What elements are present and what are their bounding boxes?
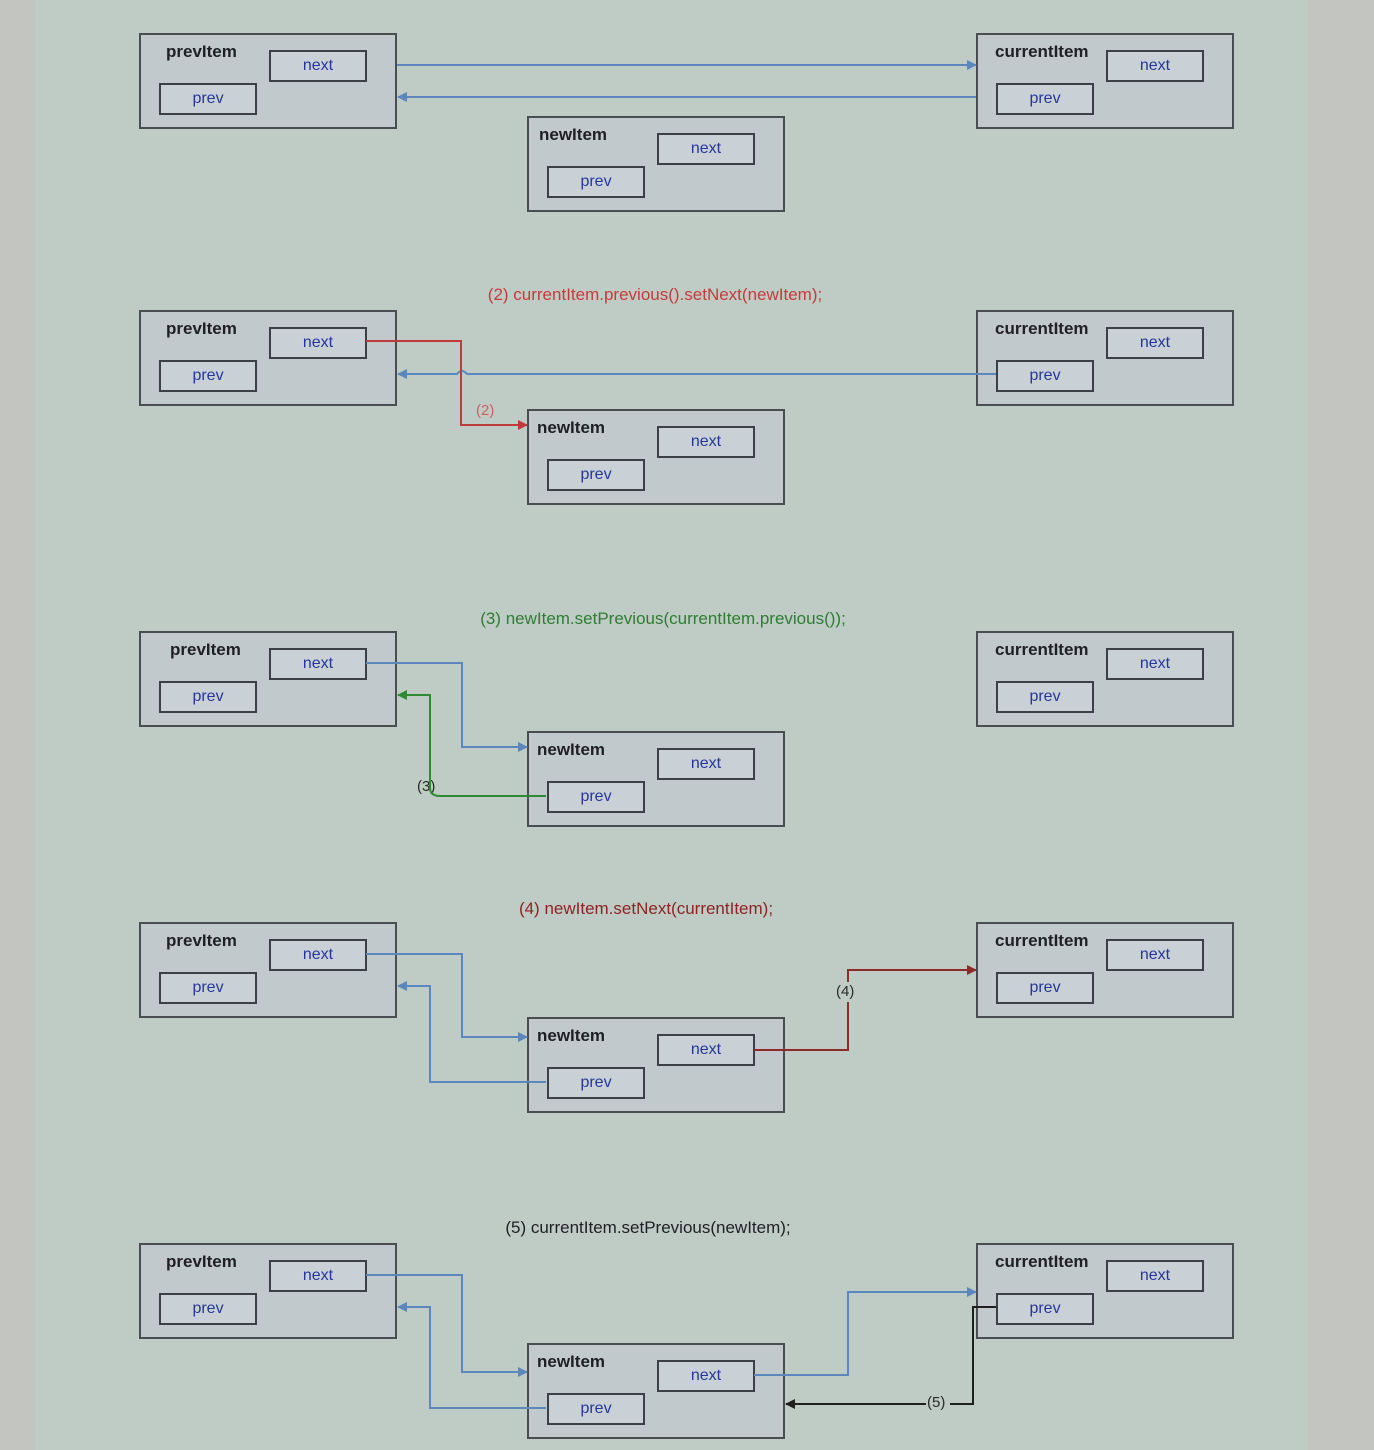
node-title: currentItem	[995, 1252, 1089, 1271]
step-4-marker: (4)	[836, 983, 855, 1000]
new-item-node: newItem next prev	[527, 1017, 785, 1113]
next-field: next	[269, 648, 367, 680]
current-item-node: currentItem next prev	[976, 33, 1234, 129]
current-prev-link	[397, 369, 996, 379]
prev-item-node: prevItem next prev	[139, 631, 397, 727]
node-title: prevItem	[170, 640, 241, 659]
node-title: newItem	[539, 125, 608, 144]
prev-next-link	[366, 662, 528, 752]
next-field: next	[1106, 939, 1204, 971]
node-title: newItem	[537, 1352, 606, 1371]
prev-field: prev	[547, 459, 645, 491]
next-field: next	[657, 133, 755, 165]
prev-item-node: prevItem next prev	[139, 1243, 397, 1339]
new-item-node: newItem next prev	[527, 1343, 785, 1439]
prev-field: prev	[996, 681, 1094, 713]
new-prev-link	[397, 981, 546, 1083]
next-field: next	[1106, 1260, 1204, 1292]
prev-field: prev	[996, 83, 1094, 115]
node-title: newItem	[537, 418, 606, 437]
step-2-marker: (2)	[476, 402, 495, 419]
new-item-node: newItem next prev	[527, 731, 785, 827]
current-item-node: currentItem next prev	[976, 310, 1234, 406]
node-title: newItem	[537, 1026, 606, 1045]
next-field: next	[657, 426, 755, 458]
next-field: next	[269, 1260, 367, 1292]
new-prev-link	[397, 1302, 546, 1409]
new-next-link	[754, 1287, 977, 1376]
step-5-new-link	[786, 1306, 996, 1404]
next-field: next	[1106, 327, 1204, 359]
step-2-new-link	[366, 340, 528, 430]
step-3-caption: (3) newItem.setPrevious(currentItem.prev…	[480, 609, 846, 628]
node-title: prevItem	[166, 1252, 237, 1271]
step-5-marker: (5)	[927, 1394, 946, 1411]
prev-field: prev	[159, 972, 257, 1004]
prev-next-link	[366, 953, 528, 1042]
prev-item-node: prevItem next prev	[139, 922, 397, 1018]
step-2-caption: (2) currentItem.previous().setNext(newIt…	[487, 285, 823, 304]
prev-field: prev	[996, 360, 1094, 392]
next-field: next	[1106, 648, 1204, 680]
prev-field: prev	[547, 166, 645, 198]
new-item-node: newItem next prev	[527, 116, 785, 212]
next-field: next	[1106, 50, 1204, 82]
prev-field: prev	[547, 781, 645, 813]
step-4-new-link	[754, 970, 976, 1051]
next-field: next	[269, 327, 367, 359]
node-title: newItem	[537, 740, 606, 759]
next-field: next	[269, 939, 367, 971]
current-item-node: currentItem next prev	[976, 1243, 1234, 1339]
current-item-node: currentItem next prev	[976, 631, 1234, 727]
prev-field: prev	[159, 360, 257, 392]
prev-item-node: prevItem next prev	[139, 33, 397, 129]
node-title: currentItem	[995, 931, 1089, 950]
step-4-caption: (4) newItem.setNext(currentItem);	[518, 899, 774, 918]
node-title: prevItem	[166, 319, 237, 338]
prev-field: prev	[996, 1293, 1094, 1325]
node-title: currentItem	[995, 640, 1089, 659]
new-item-node: newItem next prev	[527, 409, 785, 505]
next-field: next	[657, 1360, 755, 1392]
next-field: next	[657, 1034, 755, 1066]
prev-item-node: prevItem next prev	[139, 310, 397, 406]
prev-field: prev	[547, 1067, 645, 1099]
next-field: next	[657, 748, 755, 780]
node-title: currentItem	[995, 42, 1089, 61]
current-item-node: currentItem next prev	[976, 922, 1234, 1018]
prev-field: prev	[996, 972, 1094, 1004]
next-field: next	[269, 50, 367, 82]
node-title: prevItem	[166, 42, 237, 61]
prev-field: prev	[159, 681, 257, 713]
node-title: currentItem	[995, 319, 1089, 338]
prev-field: prev	[159, 1293, 257, 1325]
node-title: prevItem	[166, 931, 237, 950]
prev-field: prev	[159, 83, 257, 115]
prev-next-link	[366, 1274, 528, 1377]
step-5-caption: (5) currentItem.setPrevious(newItem);	[505, 1218, 791, 1237]
prev-field: prev	[547, 1393, 645, 1425]
step-3-new-link	[397, 690, 546, 797]
